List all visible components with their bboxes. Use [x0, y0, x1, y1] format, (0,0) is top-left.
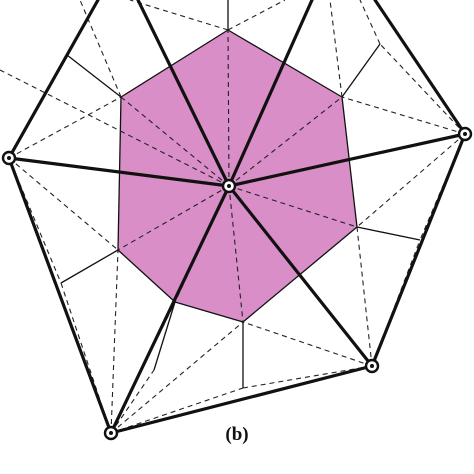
vertex-right	[457, 126, 473, 142]
dual-cell-region	[118, 30, 357, 322]
figure-caption: (b)	[225, 424, 249, 445]
vertex-bottom-right	[364, 358, 380, 374]
vertex-center	[221, 178, 237, 194]
vertex-left	[1, 150, 17, 166]
vertex-bottom-left	[103, 425, 119, 441]
vertex-markers	[1, 126, 473, 441]
primal-edges	[7, 0, 467, 435]
